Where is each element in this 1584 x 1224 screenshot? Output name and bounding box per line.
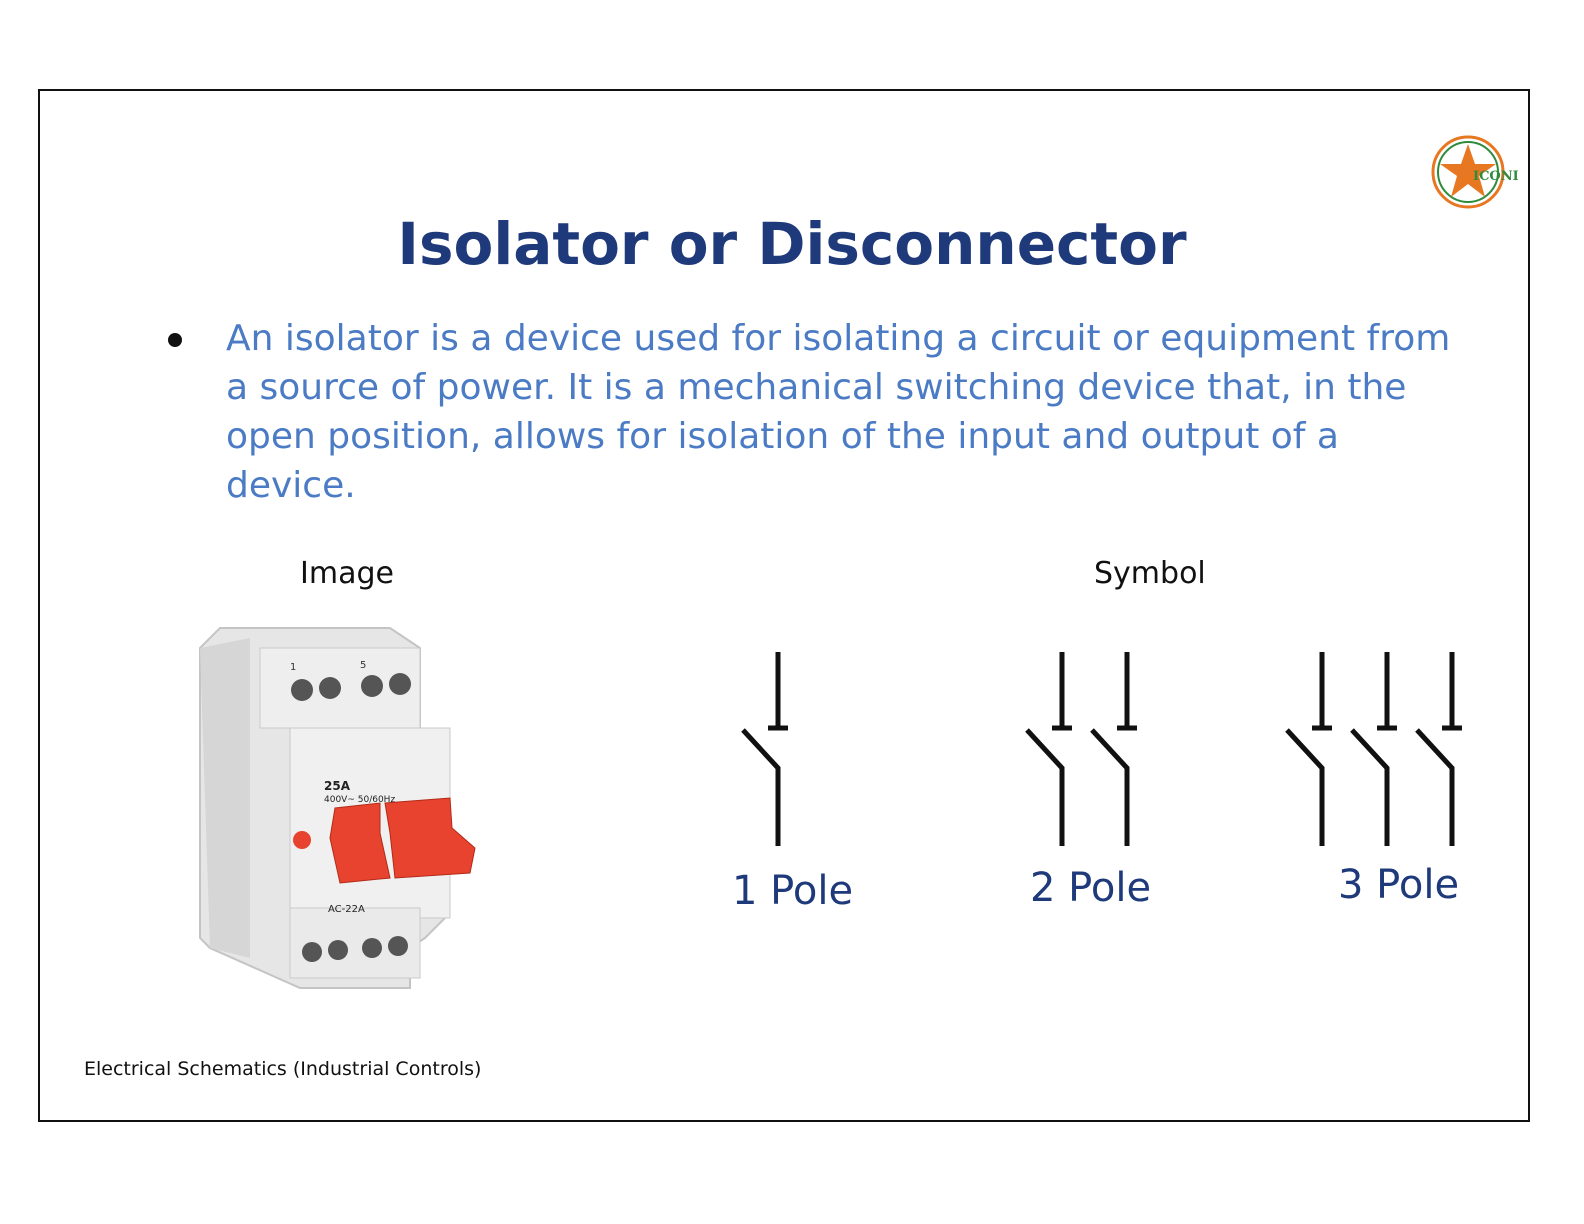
isolator-device-image: 1 5 25A 400V~ 50/60Hz AC-22A	[199, 627, 476, 989]
device-voltage: 400V~ 50/60Hz	[324, 795, 395, 805]
pole-switch-symbol	[1350, 652, 1397, 846]
device-rating: 25A	[324, 779, 351, 793]
pole-switch-symbol	[1025, 652, 1072, 846]
pole-switch-symbol	[1090, 652, 1137, 846]
pole-label-1: 1 Pole	[732, 868, 853, 914]
terminal-label: 1	[290, 662, 296, 673]
pole-label-2: 2 Pole	[1030, 865, 1151, 911]
pole-switch-symbol	[1415, 652, 1462, 846]
pole-switch-symbol	[741, 652, 788, 846]
bullet-marker	[168, 333, 182, 347]
device-category: AC-22A	[328, 904, 365, 915]
pole-switch-symbol	[1285, 652, 1332, 846]
footer-text: Electrical Schematics (Industrial Contro…	[84, 1058, 482, 1080]
bullet-text: An isolator is a device used for isolati…	[226, 318, 1451, 506]
bottom-terminals	[302, 936, 408, 962]
iconic-logo: ICONIC	[1431, 135, 1518, 209]
red-handles	[293, 797, 476, 884]
slide-frame	[38, 89, 1530, 1122]
pole-label-3: 3 Pole	[1338, 862, 1459, 908]
isolator-symbols: 1 Pole 2 Pole 3 Pole	[732, 652, 1462, 914]
image-heading: Image	[300, 556, 394, 591]
slide-title: Isolator or Disconnector	[397, 210, 1187, 278]
symbol-heading: Symbol	[1094, 556, 1206, 591]
symbol-groups	[741, 652, 1462, 846]
terminal-label: 5	[360, 660, 366, 671]
logo-text: ICONIC	[1473, 169, 1518, 184]
star-logo-icon	[1431, 135, 1505, 209]
top-terminals: 1 5	[290, 660, 411, 701]
